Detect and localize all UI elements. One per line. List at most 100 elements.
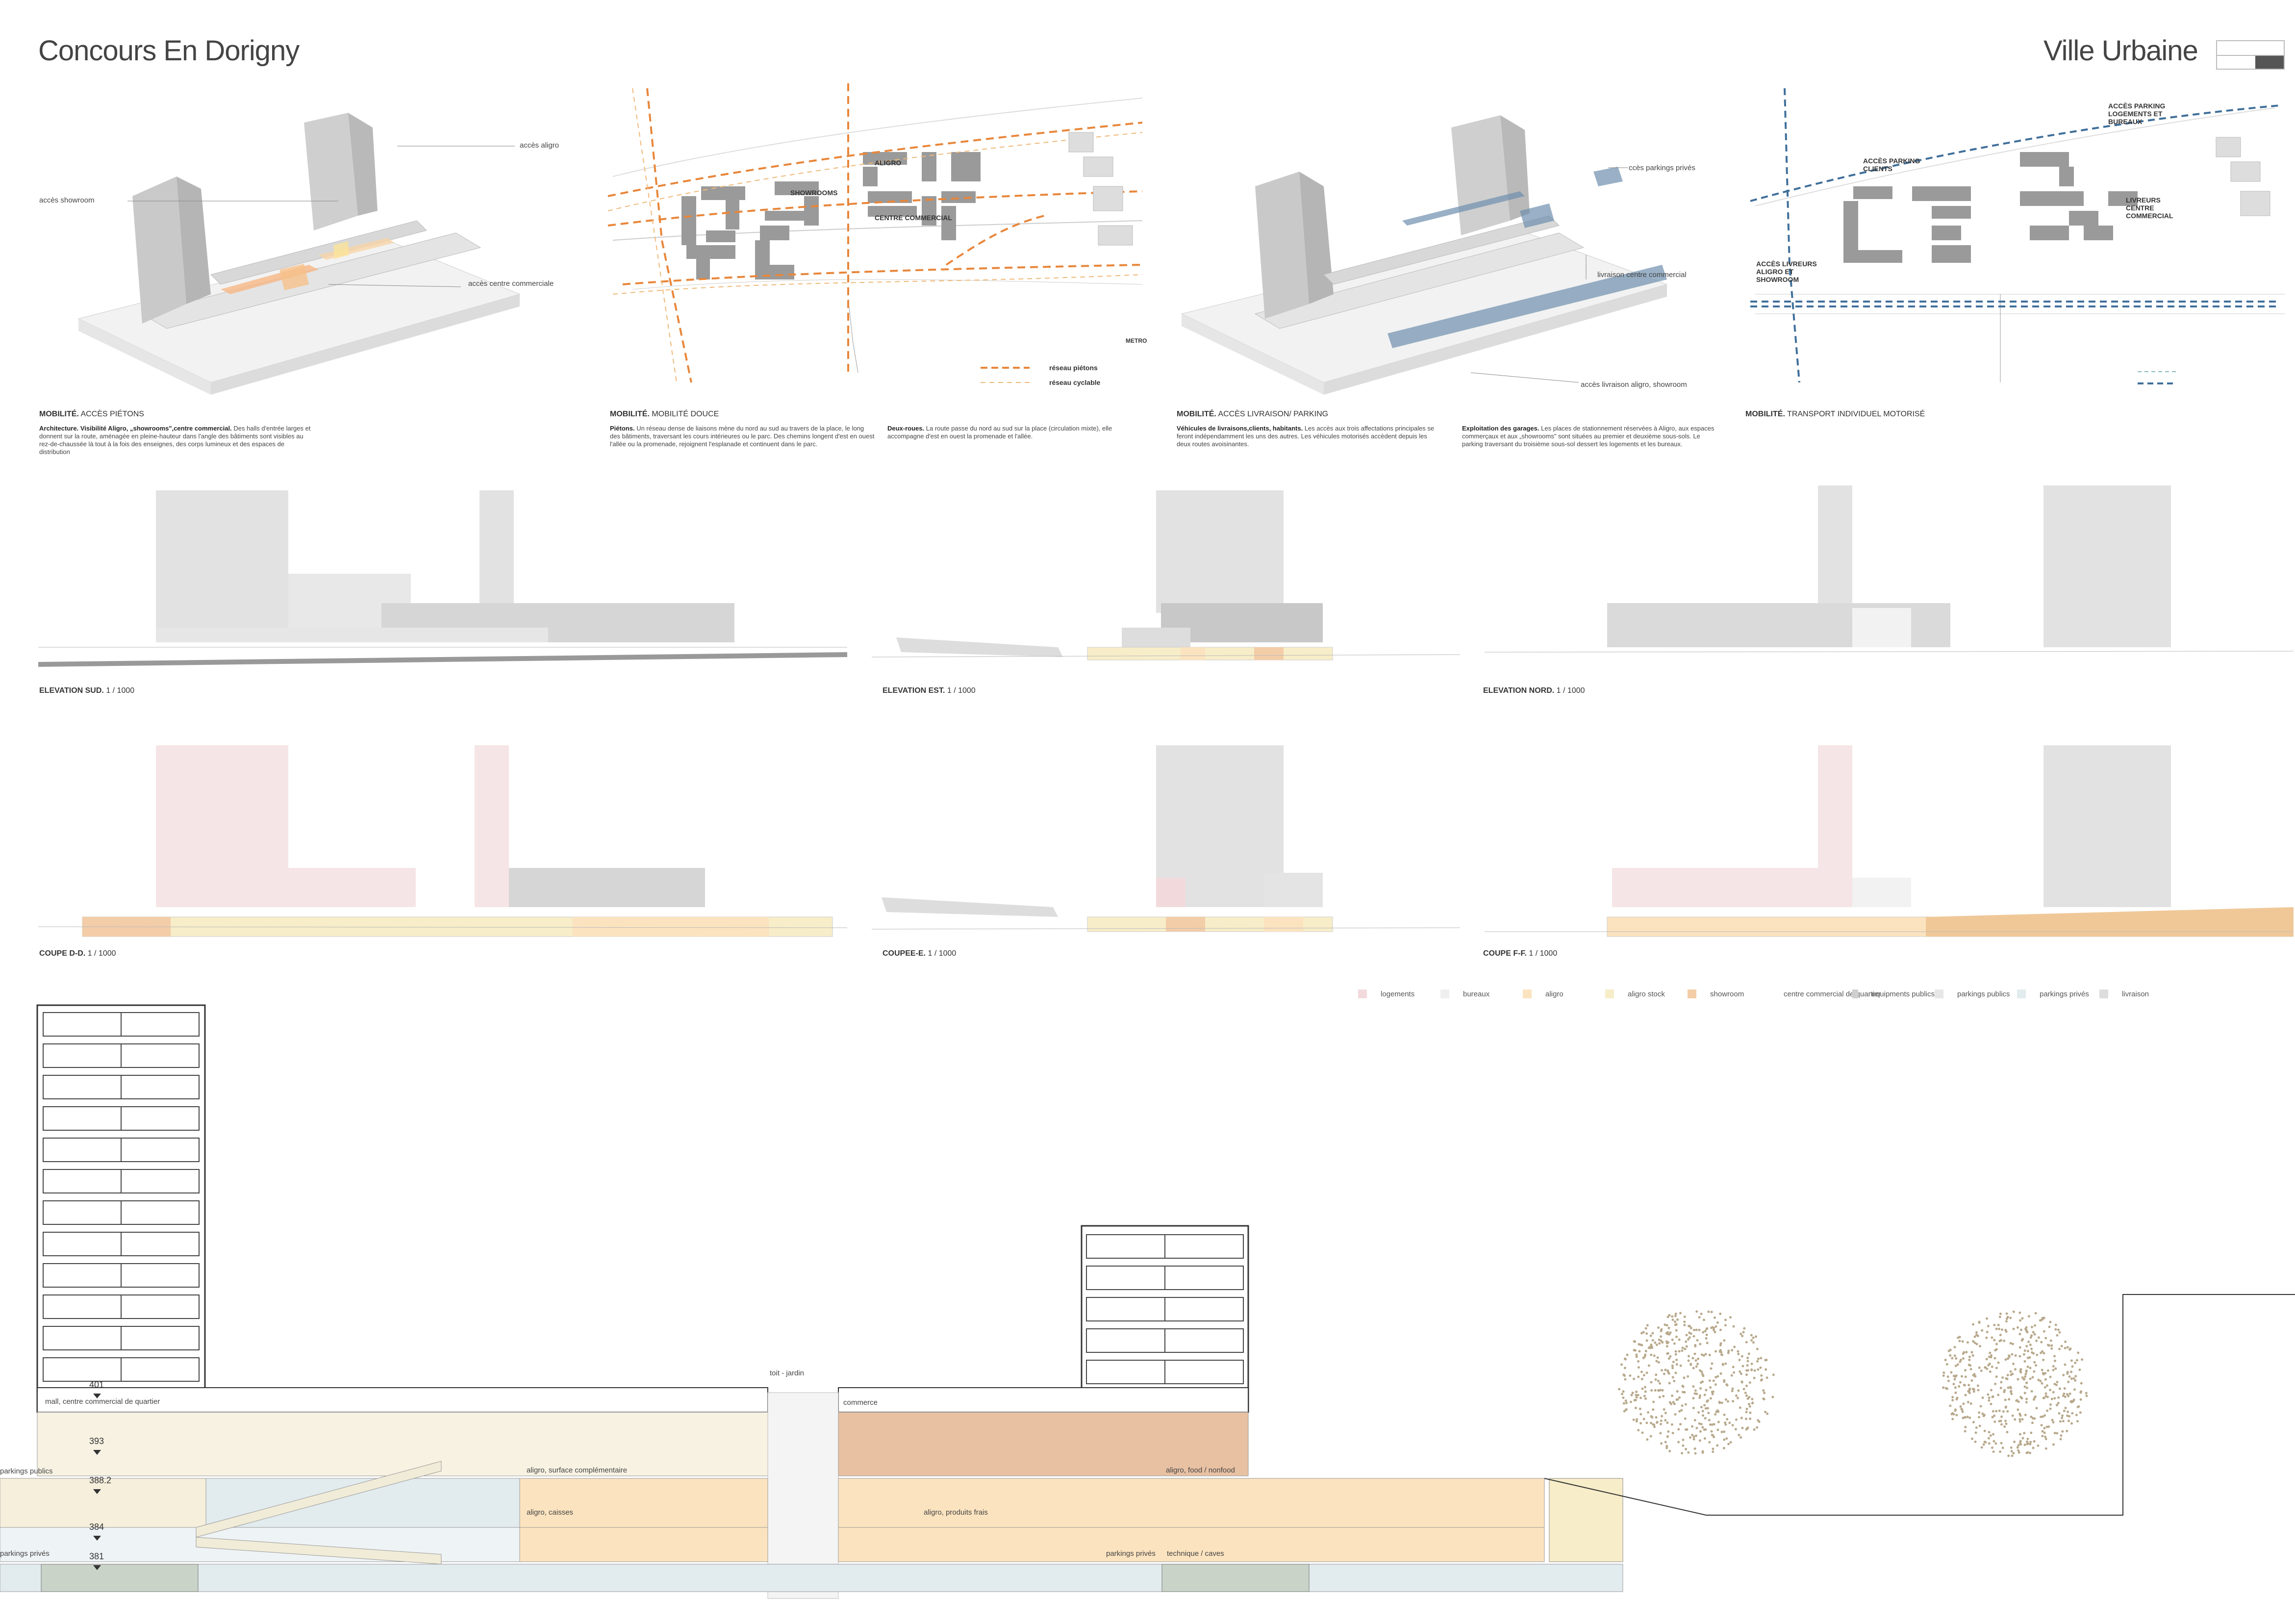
tree-foliage-dot bbox=[1671, 1376, 1674, 1379]
tree-foliage-dot bbox=[1963, 1384, 1966, 1387]
tree-foliage-dot bbox=[1758, 1420, 1761, 1423]
tree-foliage-dot bbox=[2004, 1420, 2007, 1422]
tree-foliage-dot bbox=[1660, 1442, 1663, 1445]
tree-foliage-dot bbox=[1654, 1389, 1657, 1392]
tree-foliage-dot bbox=[1667, 1371, 1670, 1374]
tree-foliage-dot bbox=[1749, 1417, 1752, 1420]
tree-foliage-dot bbox=[1999, 1387, 2002, 1390]
tree-foliage-dot bbox=[1678, 1338, 1681, 1341]
tree-foliage-dot bbox=[1647, 1411, 1650, 1414]
tree-foliage-dot bbox=[1720, 1430, 1723, 1433]
tree-foliage-dot bbox=[1723, 1413, 1726, 1416]
tree-foliage-dot bbox=[1701, 1380, 1704, 1383]
tree-foliage-dot bbox=[1731, 1390, 1734, 1393]
tree-foliage-dot bbox=[2046, 1409, 2049, 1412]
tree-foliage-dot bbox=[1728, 1421, 1731, 1424]
tree-foliage-dot bbox=[2018, 1433, 2021, 1436]
tree-foliage-dot bbox=[1687, 1451, 1690, 1454]
tree-foliage-dot bbox=[1975, 1333, 1978, 1336]
tree-foliage-dot bbox=[1652, 1408, 1655, 1411]
tree-foliage-dot bbox=[1712, 1447, 1715, 1450]
tree-foliage-dot bbox=[2054, 1323, 2057, 1326]
tree-foliage-dot bbox=[2059, 1438, 2062, 1441]
tree-foliage-dot bbox=[2020, 1339, 2023, 1342]
tree-foliage-dot bbox=[2070, 1377, 2073, 1380]
tree-foliage-dot bbox=[1955, 1357, 1958, 1360]
tree-foliage-dot bbox=[2041, 1369, 2043, 1371]
tree-foliage-dot bbox=[2043, 1431, 2046, 1434]
tree-foliage-dot bbox=[2068, 1392, 2071, 1395]
tree-foliage-dot bbox=[2026, 1349, 2029, 1352]
text-panel3-garages: Exploitation des garages. Les places de … bbox=[1462, 425, 1715, 448]
tree-foliage-dot bbox=[1724, 1319, 1727, 1321]
label-metro: METRO bbox=[1126, 337, 1147, 344]
tree-foliage-dot bbox=[2085, 1392, 2088, 1395]
tree-foliage-dot bbox=[2061, 1414, 2064, 1417]
tree-foliage-dot bbox=[2049, 1375, 2052, 1378]
tree-foliage-dot bbox=[1693, 1419, 1696, 1421]
tree-foliage-dot bbox=[1701, 1373, 1704, 1376]
tree-foliage-dot bbox=[1703, 1437, 1706, 1440]
tree-foliage-dot bbox=[1657, 1389, 1660, 1392]
tree-foliage-dot bbox=[1681, 1349, 1684, 1352]
tree-foliage-dot bbox=[1719, 1372, 1722, 1375]
tree-foliage-dot bbox=[1956, 1363, 1959, 1366]
tree-foliage-dot bbox=[1672, 1361, 1675, 1364]
tree-foliage-dot bbox=[1988, 1431, 1991, 1434]
tree-foliage-dot bbox=[1705, 1327, 1708, 1330]
tree-foliage-dot bbox=[2043, 1386, 2046, 1389]
tree-foliage-dot bbox=[1989, 1351, 1992, 1354]
tree-foliage-dot bbox=[1700, 1406, 1703, 1409]
tree-foliage-dot bbox=[1692, 1367, 1695, 1370]
tree-foliage-dot bbox=[1708, 1353, 1711, 1356]
tree-foliage-dot bbox=[1751, 1397, 1754, 1400]
tree-foliage-dot bbox=[2045, 1425, 2048, 1428]
tree-foliage-dot bbox=[1692, 1406, 1695, 1409]
tree-foliage-dot bbox=[2003, 1425, 2006, 1428]
tree-foliage-dot bbox=[1742, 1331, 1745, 1334]
tree-foliage-dot bbox=[1660, 1420, 1663, 1422]
tree-foliage-dot bbox=[1715, 1325, 1717, 1328]
tree-foliage-dot bbox=[1655, 1373, 1658, 1376]
tree-foliage-dot bbox=[1727, 1351, 1730, 1354]
tree-foliage-dot bbox=[2053, 1355, 2056, 1358]
tree-foliage-dot bbox=[1690, 1363, 1692, 1366]
tree-foliage-dot bbox=[1951, 1418, 1954, 1421]
tree-foliage-dot bbox=[1620, 1363, 1623, 1366]
tree-foliage-dot bbox=[2029, 1336, 2032, 1339]
tree-foliage-dot bbox=[1704, 1353, 1707, 1356]
tree-foliage-dot bbox=[2044, 1378, 2047, 1381]
tree-foliage-dot bbox=[1746, 1369, 1749, 1372]
tree-foliage-dot bbox=[2004, 1328, 2007, 1331]
tree-foliage-dot bbox=[1765, 1359, 1768, 1362]
tree-foliage-dot bbox=[2048, 1325, 2051, 1328]
tree-foliage-dot bbox=[2049, 1339, 2052, 1342]
tree-foliage-dot bbox=[1753, 1376, 1756, 1379]
tree-foliage-dot bbox=[1759, 1366, 1762, 1369]
tree-foliage-dot bbox=[1624, 1399, 1627, 1402]
tree-foliage-dot bbox=[1987, 1437, 1990, 1440]
tree-foliage-dot bbox=[1693, 1447, 1696, 1450]
tree-foliage-dot bbox=[1962, 1402, 1965, 1405]
tree-foliage-dot bbox=[1687, 1359, 1690, 1362]
tree-foliage-dot bbox=[2053, 1383, 2056, 1386]
tree-foliage-dot bbox=[1650, 1353, 1653, 1356]
tree-foliage-dot bbox=[2036, 1353, 2039, 1356]
tree-foliage-dot bbox=[2018, 1333, 2021, 1336]
tree-foliage-dot bbox=[2075, 1359, 2078, 1362]
tree-foliage-dot bbox=[2066, 1346, 2069, 1349]
tree-foliage-dot bbox=[1720, 1401, 1723, 1404]
tree-foliage-dot bbox=[1679, 1423, 1682, 1426]
tree-foliage-dot bbox=[1968, 1358, 1971, 1361]
tree-foliage-dot bbox=[1692, 1335, 1695, 1338]
tree-foliage-dot bbox=[1703, 1428, 1706, 1431]
label-aligro-caisses: aligro, caisses bbox=[527, 1508, 574, 1517]
tree-foliage-dot bbox=[2009, 1370, 2012, 1373]
tree-foliage-dot bbox=[1691, 1425, 1694, 1428]
tree-foliage-dot bbox=[2030, 1347, 2033, 1350]
tree-foliage-dot bbox=[1698, 1328, 1701, 1331]
tree-foliage-dot bbox=[2029, 1443, 2032, 1446]
level-arrow bbox=[93, 1565, 101, 1570]
caption-elevation-est: ELEVATION EST. 1 / 1000 bbox=[883, 686, 976, 695]
